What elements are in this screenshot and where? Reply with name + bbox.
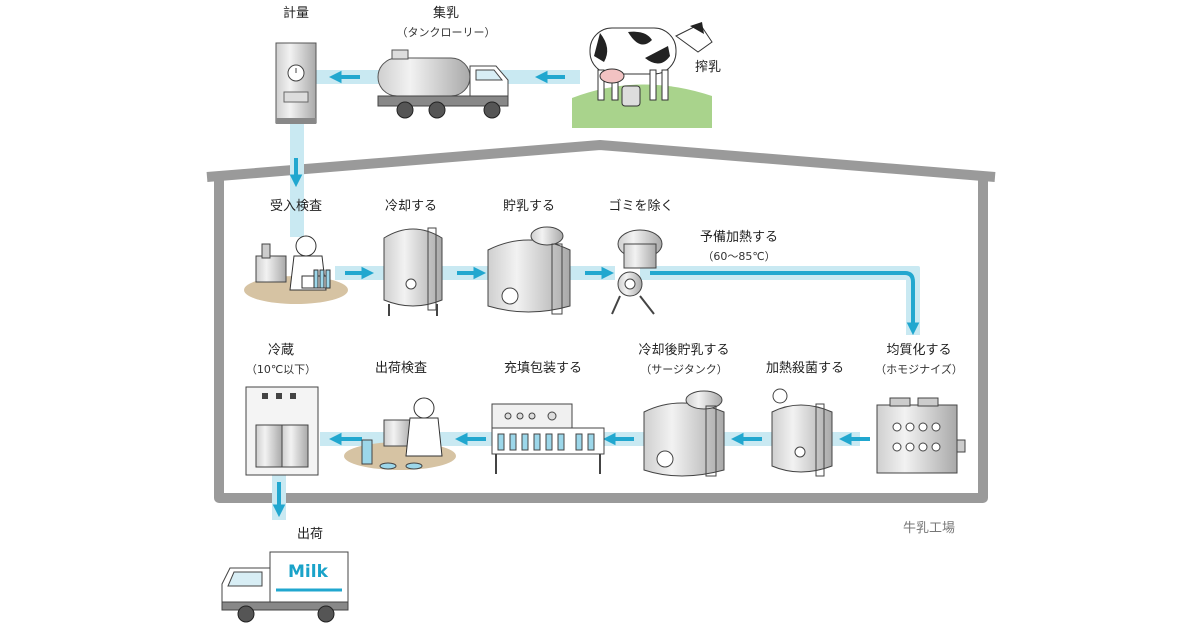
tanker-truck-icon (377, 49, 509, 119)
delivery-truck-icon (221, 551, 349, 623)
truck-milk-label: Milk (288, 562, 328, 582)
label-sterilize: 加熱殺菌する (765, 361, 845, 376)
label-clean: ゴミを除く (608, 199, 674, 214)
label-inspect: 受入検査 (269, 199, 323, 214)
refrigerator-icon (245, 386, 319, 476)
factory-label: 牛乳工場 (903, 521, 956, 536)
flow-line-preheat (650, 271, 920, 336)
shipping-inspection-icon (344, 397, 456, 470)
label-preheat: 予備加熱する (699, 230, 779, 245)
label-ship-inspect: 出荷検査 (374, 361, 428, 376)
label-surge-sub: （サージタンク） (640, 363, 728, 376)
flow-arrows (272, 70, 870, 518)
surge-tank-icon (643, 390, 725, 477)
filling-machine-icon (491, 403, 605, 474)
label-fill: 充填包装する (503, 361, 583, 376)
weighing-machine-icon (275, 42, 317, 124)
cooling-tank-icon (383, 227, 443, 316)
label-surge: 冷却後貯乳する (638, 343, 730, 358)
label-weigh: 計量 (282, 6, 310, 21)
homogenizer-icon (876, 397, 966, 474)
factory-outline (206, 140, 996, 503)
label-preheat-sub: （60～85℃） (702, 250, 776, 263)
label-collect-sub: （タンクローリー） (396, 26, 496, 39)
sterilizer-icon (771, 388, 833, 477)
label-homogenize: 均質化する (886, 343, 952, 358)
inspection-lab-icon (244, 235, 348, 304)
label-homogenize-sub: （ホモジナイズ） (875, 363, 963, 376)
label-collect: 集乳 (432, 6, 460, 21)
clarifier-icon (611, 229, 663, 315)
storage-tank-icon (487, 226, 571, 315)
label-cool: 冷却する (384, 199, 438, 214)
cow-icon (572, 22, 713, 128)
label-ship: 出荷 (296, 527, 324, 542)
label-milking: 搾乳 (694, 60, 722, 75)
label-refrigerate: 冷蔵 (267, 343, 295, 358)
label-refrigerate-sub: （10℃以下） (245, 363, 317, 376)
label-store: 貯乳する (502, 199, 556, 214)
